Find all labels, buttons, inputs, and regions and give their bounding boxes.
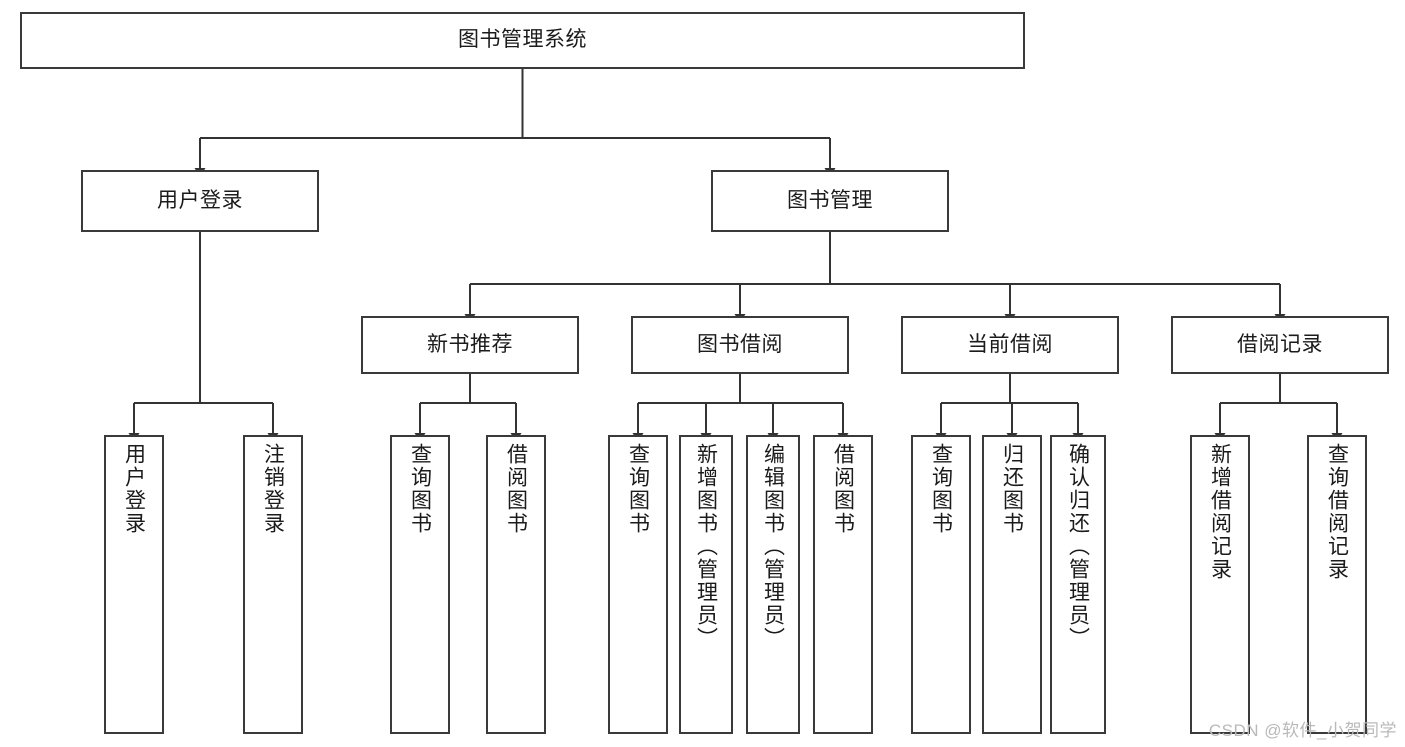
node-label: 新增图书（管理员） [694,443,718,650]
node-label: 归还图书 [1000,443,1024,535]
node-label: 当前借阅 [967,332,1053,356]
node-label: 新增借阅记录 [1208,443,1232,581]
node-leaf-add-book: 新增图书（管理员） [679,435,733,734]
node-label: 编辑图书（管理员） [761,443,785,650]
node-leaf-query-book-1: 查询图书 [390,435,450,734]
node-label: 图书管理系统 [458,28,587,52]
node-leaf-borrow-book-1: 借阅图书 [486,435,546,734]
watermark: CSDN @软件_小贺同学 [1208,721,1397,740]
node-book-borrow: 图书借阅 [631,316,849,374]
node-label: 确认归还（管理员） [1066,443,1090,650]
node-user-login: 用户登录 [81,170,319,232]
node-label: 借阅图书 [504,443,528,535]
node-label: 用户登录 [157,188,243,212]
node-label: 图书借阅 [697,332,783,356]
node-root: 图书管理系统 [20,12,1025,69]
node-leaf-logout: 注销登录 [243,435,303,734]
node-label: 图书管理 [787,188,873,212]
node-label: 新书推荐 [427,332,513,356]
node-new-book-rec: 新书推荐 [361,316,579,374]
node-label: 查询借阅记录 [1325,443,1349,581]
node-label: 借阅记录 [1237,332,1323,356]
node-label: 用户登录 [122,443,146,535]
connector-edges [128,69,1343,442]
node-leaf-edit-book: 编辑图书（管理员） [746,435,800,734]
node-leaf-query-book-3: 查询图书 [911,435,971,734]
node-book-manage: 图书管理 [711,170,949,232]
node-label: 查询图书 [929,443,953,535]
node-label: 查询图书 [408,443,432,535]
node-leaf-query-book-2: 查询图书 [608,435,668,734]
node-leaf-borrow-book-2: 借阅图书 [813,435,873,734]
node-leaf-query-record: 查询借阅记录 [1307,435,1367,734]
node-leaf-user-login: 用户登录 [104,435,164,734]
node-borrow-record: 借阅记录 [1171,316,1389,374]
node-label: 借阅图书 [831,443,855,535]
node-leaf-add-record: 新增借阅记录 [1190,435,1250,734]
node-label: 注销登录 [261,443,285,535]
node-leaf-return-book: 归还图书 [982,435,1042,734]
node-label: 查询图书 [626,443,650,535]
node-current-borrow: 当前借阅 [901,316,1119,374]
node-leaf-confirm-return: 确认归还（管理员） [1050,435,1106,734]
